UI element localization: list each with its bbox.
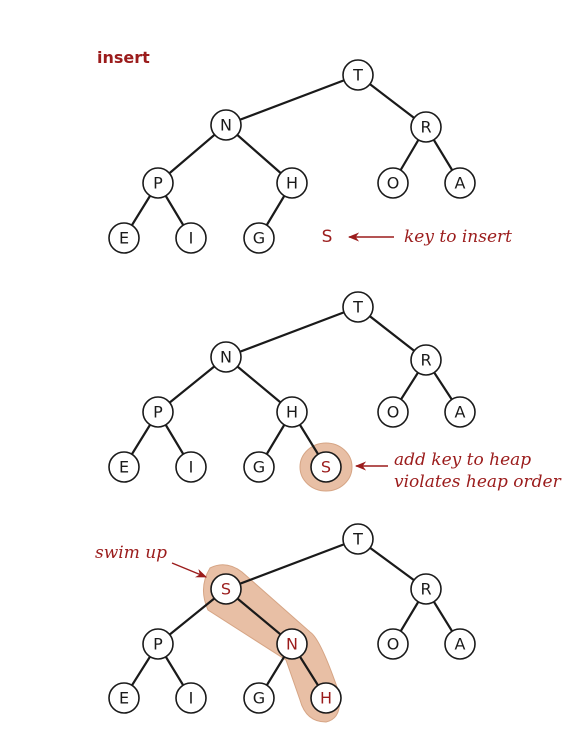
node-label: G [253, 689, 265, 708]
node-label: E [119, 458, 129, 477]
heap-node: O [377, 167, 409, 199]
heap-node: R [410, 344, 442, 376]
heap-node: G [243, 222, 275, 254]
node-label: I [189, 689, 194, 708]
heap-node-swapped: S [210, 573, 242, 605]
heap-node-swapped: N [276, 628, 308, 660]
node-label: A [455, 174, 466, 193]
heap-node: N [210, 341, 242, 373]
node-label: R [420, 351, 431, 370]
panel-2-nodes: T N R P H O A E I G S [108, 291, 476, 483]
heap-node: O [377, 396, 409, 428]
node-label: G [253, 458, 265, 477]
heap-node: I [175, 451, 207, 483]
heap-node: I [175, 222, 207, 254]
node-label: P [153, 635, 163, 654]
heap-node: R [410, 573, 442, 605]
add-key-annotation-line1: add key to heap [394, 450, 531, 470]
diagram-title: insert [97, 48, 150, 67]
heap-node: P [142, 628, 174, 660]
heap-node: R [410, 111, 442, 143]
swim-up-annotation: swim up [95, 543, 167, 563]
node-label: G [253, 229, 265, 248]
node-label: O [387, 403, 400, 422]
node-label: T [352, 66, 363, 85]
node-label: T [352, 530, 363, 549]
node-label: R [420, 118, 431, 137]
new-key-label: S [322, 227, 333, 247]
panel-1-initial-heap: T N R P H O A E I G S key to insert [108, 59, 512, 254]
heap-node: A [444, 396, 476, 428]
node-label: H [286, 174, 298, 193]
heap-node: G [243, 451, 275, 483]
heap-node-swapped: H [310, 682, 342, 714]
node-label: H [320, 689, 332, 708]
heap-node: I [175, 682, 207, 714]
heap-node-new-key: S [310, 451, 342, 483]
edge [224, 305, 360, 359]
node-label: T [352, 298, 363, 317]
swim-path-highlight [203, 564, 340, 723]
node-label: R [420, 580, 431, 599]
node-label: P [153, 174, 163, 193]
node-label: P [153, 403, 163, 422]
heap-node: A [444, 628, 476, 660]
heap-node: G [243, 682, 275, 714]
node-label: A [455, 635, 466, 654]
node-label: N [220, 348, 232, 367]
panel-1-nodes: T N R P H O A E I G [108, 59, 476, 254]
heap-node: H [276, 167, 308, 199]
node-label: E [119, 689, 129, 708]
node-label: O [387, 635, 400, 654]
panel-2-edges [122, 305, 462, 469]
edge [224, 73, 360, 127]
panel-3-nodes: T S R P N O A E I G H [108, 523, 476, 714]
heap-node: T [342, 291, 374, 323]
node-label: N [286, 635, 298, 654]
heap-node: E [108, 682, 140, 714]
node-label: H [286, 403, 298, 422]
panel-1-edges [122, 73, 462, 240]
node-label: S [221, 580, 231, 599]
node-label: A [455, 403, 466, 422]
heap-node: N [210, 109, 242, 141]
heap-node: T [342, 523, 374, 555]
node-label: N [220, 116, 232, 135]
node-label: S [321, 458, 331, 477]
node-label: I [189, 229, 194, 248]
heap-node: T [342, 59, 374, 91]
heap-node: P [142, 396, 174, 428]
key-to-insert-annotation: key to insert [404, 227, 512, 247]
panel-2-added-key: T N R P H O A E I G S add key to heap vi… [108, 291, 562, 492]
heap-node: P [142, 167, 174, 199]
node-label: I [189, 458, 194, 477]
heap-node: E [108, 222, 140, 254]
edge [224, 537, 360, 591]
heap-node: E [108, 451, 140, 483]
arrow-icon [171, 562, 208, 578]
heap-node: A [444, 167, 476, 199]
heap-node: O [377, 628, 409, 660]
node-label: O [387, 174, 400, 193]
panel-3-swim-up: T S R P N O A E I G H swim up [95, 523, 476, 723]
heap-node: H [276, 396, 308, 428]
add-key-annotation-line2: violates heap order [394, 472, 562, 492]
node-label: E [119, 229, 129, 248]
